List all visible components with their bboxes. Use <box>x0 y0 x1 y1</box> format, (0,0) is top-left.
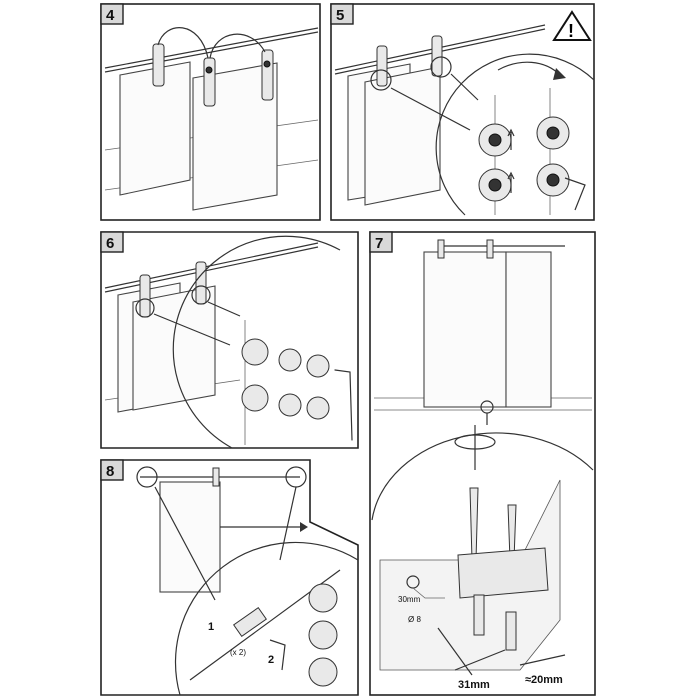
rotate-arrow <box>497 61 561 76</box>
glass-door <box>423 251 507 408</box>
roller-disc <box>241 338 269 366</box>
glass-door <box>159 481 221 593</box>
step-6-panel: 6 <box>100 231 359 449</box>
step-7-frame <box>369 231 596 696</box>
roller-disc <box>241 384 269 412</box>
step-7-panel: 30mm Ø 8 31mm ≈20mm 7 <box>369 231 596 696</box>
sliding-rail <box>104 242 319 289</box>
roller-wheel <box>205 66 213 74</box>
back-glass-door <box>119 61 191 196</box>
roller-hanger <box>437 239 445 259</box>
roller-hanger <box>139 274 151 318</box>
step-8-panel: 1 2 (x 2) 8 <box>100 459 359 696</box>
step-tab <box>330 3 354 25</box>
callout-2: 2 <box>268 654 274 666</box>
roller-hanger <box>212 467 220 487</box>
front-glass-door <box>364 66 441 206</box>
magnify-circle <box>174 541 359 696</box>
wall-plug <box>473 594 485 636</box>
step-number: 5 <box>336 7 344 24</box>
roller-hanger <box>486 239 494 259</box>
step-6-frame <box>100 231 359 449</box>
step-5-frame <box>330 3 595 221</box>
step-tab <box>100 459 124 481</box>
stopper-marker <box>136 466 158 488</box>
drill-detail <box>412 587 445 599</box>
detail-marker <box>430 56 452 78</box>
detail-pointer <box>437 627 473 676</box>
warning-icon-glyph: ! <box>568 21 574 41</box>
roller-wheel <box>263 60 271 68</box>
step-4-frame <box>100 3 321 221</box>
detail-pointer <box>153 301 241 346</box>
magnify-circle <box>172 235 341 449</box>
step-number: 8 <box>106 463 114 480</box>
drill-diameter-label: Ø 8 <box>408 615 421 624</box>
rail-stopper <box>233 606 267 638</box>
sliding-rail <box>104 27 319 69</box>
cap-nut <box>306 354 330 378</box>
step-5-panel: ! 5 <box>330 3 595 221</box>
dimension-line <box>454 649 506 671</box>
washer <box>278 393 302 417</box>
step-tab <box>100 231 124 253</box>
callout-1: 1 <box>208 621 214 633</box>
warning-icon <box>552 10 592 41</box>
detail-pointer <box>154 486 297 601</box>
roller-disc <box>308 583 338 613</box>
lift-arrow <box>209 33 266 59</box>
roller-hanger <box>261 49 274 101</box>
roller-bolt <box>546 173 560 187</box>
up-arrow <box>507 128 515 150</box>
step-tab <box>369 231 393 253</box>
allen-key-icon <box>269 639 286 671</box>
roller-bolt <box>546 126 560 140</box>
wrench-icon <box>334 369 353 441</box>
rotate-arrowhead <box>553 68 566 80</box>
quantity-label: (x 2) <box>230 648 246 657</box>
roller-hanger <box>431 35 443 77</box>
lift-arrow <box>157 27 209 59</box>
floor-guide-bracket <box>457 547 549 599</box>
roller-disc <box>308 620 338 650</box>
roller-hanger <box>195 261 207 305</box>
dimension-line <box>519 654 566 666</box>
magnify-circle <box>435 53 595 216</box>
roller-disc <box>308 657 338 687</box>
allen-key-icon <box>564 177 586 211</box>
sliding-rail-lower <box>104 246 319 293</box>
roller-hanger <box>152 43 165 87</box>
up-arrow <box>507 171 515 193</box>
washer <box>278 348 302 372</box>
roller-hanger <box>203 57 216 107</box>
glass-door-fixed <box>505 251 552 408</box>
slide-arrowhead <box>300 522 308 532</box>
front-glass-door <box>132 285 216 411</box>
detail-marker <box>191 285 211 305</box>
step-4-panel: 4 <box>100 3 321 221</box>
step-tab <box>100 3 124 25</box>
roller-bolt <box>488 133 502 147</box>
detail-pointer <box>390 73 479 131</box>
screw <box>469 487 479 561</box>
detail-marker <box>135 298 155 318</box>
step-number: 7 <box>375 235 383 252</box>
roller-bolt <box>488 178 502 192</box>
wall-plug <box>505 611 517 651</box>
roller-hanger <box>376 45 388 87</box>
dimension-edge: ≈20mm <box>525 674 563 686</box>
dimension-depth: 31mm <box>458 679 490 691</box>
hole-depth-label: 30mm <box>398 595 421 604</box>
detail-marker <box>370 69 392 91</box>
step-number: 6 <box>106 235 114 252</box>
cap-nut <box>306 396 330 420</box>
step-number: 4 <box>106 7 115 24</box>
step-8-frame <box>100 459 359 696</box>
